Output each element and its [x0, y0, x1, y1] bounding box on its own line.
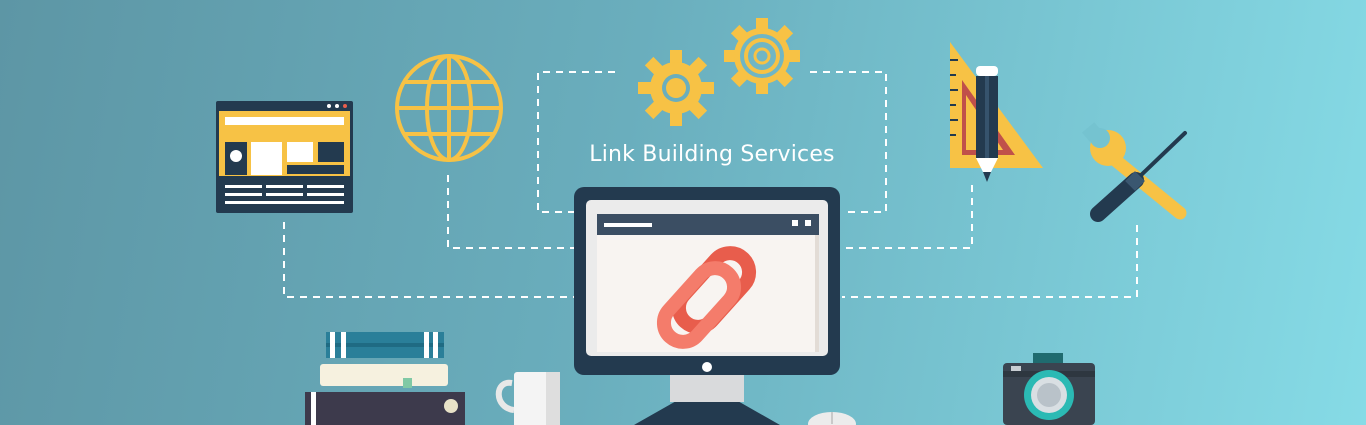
connector-tools [842, 225, 1138, 298]
connector-gears-left [537, 71, 615, 213]
connector-globe [447, 175, 578, 249]
connector-ruler [842, 185, 973, 249]
connector-gears-right [810, 71, 887, 213]
page-title: Link Building Services [589, 142, 835, 167]
connector-website [283, 222, 578, 298]
